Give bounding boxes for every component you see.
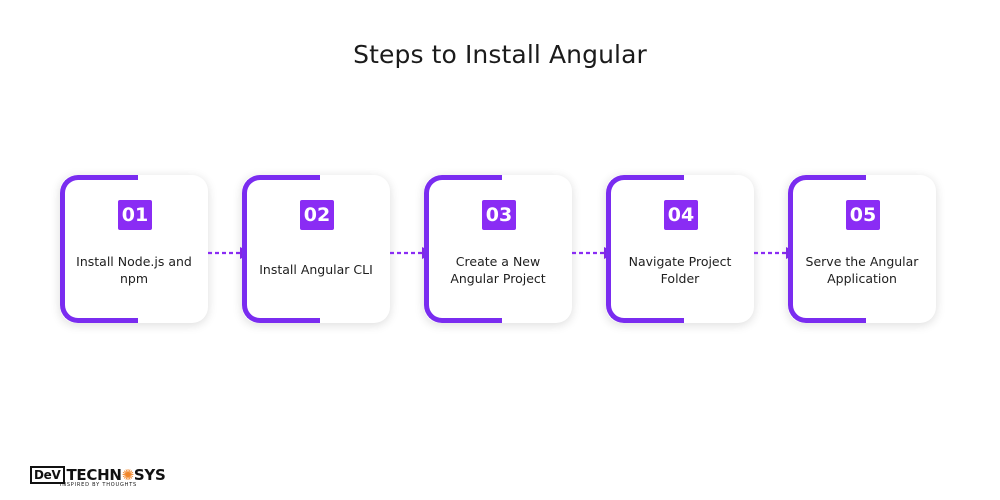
step-label-line: Create a New (455, 254, 541, 269)
steps-flow: 01 Install Node.js and npm 02 Install An… (60, 175, 940, 325)
step-label-line: Navigate Project (628, 254, 732, 269)
step-bracket (242, 175, 320, 323)
step-number-badge: 05 (846, 200, 880, 230)
page-title: Steps to Install Angular (353, 40, 647, 69)
step-label-line: Angular Project (450, 271, 546, 286)
step-label-line: Application (827, 271, 897, 286)
gear-icon: ✺ (121, 466, 135, 484)
step-number-badge: 03 (482, 200, 516, 230)
step-label-line: Install Angular CLI (259, 262, 373, 277)
step-card-3: 03 Create a New Angular Project (424, 175, 572, 323)
step-label-line: npm (119, 271, 149, 286)
step-number-badge: 02 (300, 200, 334, 230)
step-bracket (788, 175, 866, 323)
logo-tagline: INSPIRED BY THOUGHTS (60, 482, 138, 488)
step-card-2: 02 Install Angular CLI (242, 175, 390, 323)
step-bracket (424, 175, 502, 323)
step-label-line: Serve the Angular (805, 254, 919, 269)
step-card-1: 01 Install Node.js and npm (60, 175, 208, 323)
step-label: Install Angular CLI (254, 261, 378, 278)
step-label: Serve the Angular Application (800, 253, 924, 287)
step-card-5: 05 Serve the Angular Application (788, 175, 936, 323)
step-label: Install Node.js and npm (72, 253, 196, 287)
step-number-badge: 01 (118, 200, 152, 230)
step-label-line: Folder (660, 271, 700, 286)
step-label: Navigate Project Folder (618, 253, 742, 287)
step-label: Create a New Angular Project (436, 253, 560, 287)
step-label-line: Install Node.js and (76, 254, 192, 269)
logo-brand-a: TECHN (66, 466, 122, 484)
step-bracket (606, 175, 684, 323)
step-bracket (60, 175, 138, 323)
step-card-4: 04 Navigate Project Folder (606, 175, 754, 323)
logo-brand-b: SYS (133, 466, 166, 484)
step-number-badge: 04 (664, 200, 698, 230)
logo-dv-mark: DeV (30, 466, 65, 484)
